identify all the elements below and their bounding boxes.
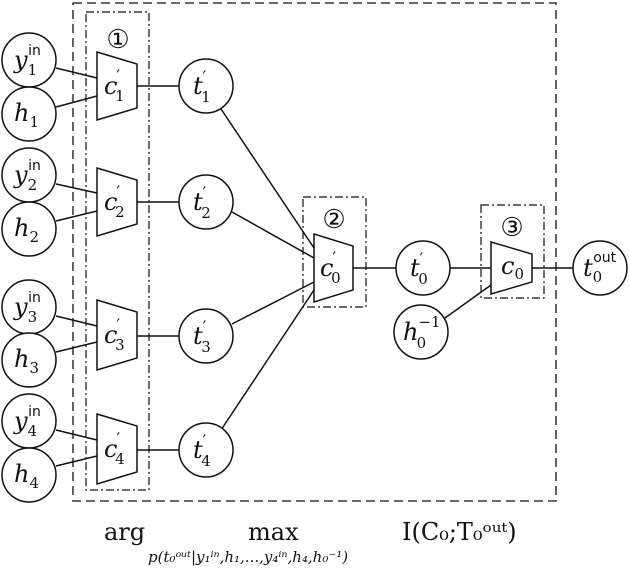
outer-frame (72, 2, 557, 502)
node-t1-prime: t′1 (178, 58, 234, 114)
block-c2-prime: c′2 (96, 166, 138, 238)
block-c0-prime: c′0 (313, 232, 354, 304)
group-1-box (85, 11, 150, 491)
svg-text:y4in: y4in (13, 404, 41, 440)
node-y2-in: y2in (1, 147, 57, 203)
edges (55, 67, 573, 467)
node-y3-in: y3in (1, 279, 57, 335)
block-c4-prime: c′4 (96, 412, 138, 486)
svg-text:h1: h1 (14, 99, 39, 131)
node-t0-prime: t′0 (395, 240, 451, 296)
node-y1-in: y1in (1, 32, 57, 88)
block-c1-prime: c′1 (96, 50, 138, 122)
svg-text:c′4: c′4 (104, 429, 125, 468)
svg-text:y2in: y2in (13, 158, 41, 194)
svg-text:t′3: t′3 (193, 317, 211, 356)
node-y4-in: y4in (1, 393, 57, 449)
svg-text:y1in: y1in (13, 43, 41, 79)
svg-text:h3: h3 (14, 345, 39, 377)
svg-text:t′1: t′1 (193, 67, 211, 106)
svg-text:h4: h4 (14, 460, 39, 492)
svg-text:c′1: c′1 (104, 66, 125, 105)
svg-text:t′4: t′4 (193, 431, 211, 470)
node-h2: h2 (1, 201, 57, 257)
svg-text:t′2: t′2 (193, 183, 211, 222)
formula-max: max (248, 518, 299, 546)
objective-formula: arg max p(t₀ᵒᵘᵗ|y₁ⁱⁿ,h₁,...,y₄ⁱⁿ,h₄,h₀⁻¹… (104, 518, 517, 566)
node-t4-prime: t′4 (178, 422, 234, 478)
svg-text:c′3: c′3 (104, 315, 125, 354)
formula-constraint: p(t₀ᵒᵘᵗ|y₁ⁱⁿ,h₁,...,y₄ⁱⁿ,h₄,h₀⁻¹) (148, 548, 348, 566)
group-1-number: ① (106, 25, 129, 55)
svg-text:y3in: y3in (13, 290, 41, 326)
group-2-number: ② (322, 205, 345, 235)
node-h3: h3 (1, 332, 57, 388)
node-t0-out: t0out (572, 240, 628, 296)
block-c3-prime: c′3 (96, 298, 138, 372)
node-t2-prime: t′2 (178, 174, 234, 230)
node-h4: h4 (1, 447, 57, 503)
svg-text:h−10: h−10 (403, 313, 441, 352)
formula-objective: I(C₀;T₀ᵒᵘᵗ) (402, 518, 517, 546)
svg-text:c0: c0 (501, 252, 524, 283)
formula-arg: arg (104, 518, 145, 546)
group-3-number: ③ (500, 213, 523, 243)
node-t3-prime: t′3 (178, 308, 234, 364)
group-3-box (480, 204, 545, 299)
node-h1: h1 (1, 86, 57, 142)
svg-text:t0out: t0out (583, 250, 617, 286)
svg-text:t′0: t′0 (410, 249, 428, 288)
block-c0: c0 (490, 240, 533, 296)
svg-text:c′0: c′0 (320, 248, 341, 287)
svg-text:h2: h2 (14, 214, 39, 246)
svg-text:c′2: c′2 (104, 182, 125, 221)
